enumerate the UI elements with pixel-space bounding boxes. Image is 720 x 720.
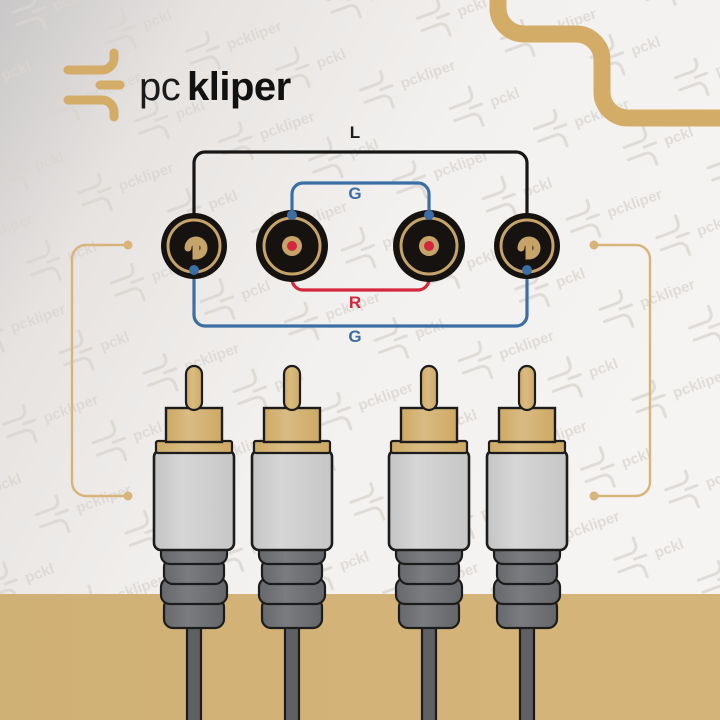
pckliper-mark-icon <box>63 48 125 122</box>
label-L: L <box>350 123 360 142</box>
label-G-bottom: G <box>348 327 361 346</box>
rca-plug-3[interactable] <box>387 364 471 720</box>
terminal-node-shield <box>424 210 434 220</box>
rca-plug-1[interactable] <box>152 364 236 720</box>
gold-bracket-right-decor <box>589 240 652 501</box>
wire-L <box>192 150 529 224</box>
bracket-dot-icon <box>123 491 133 501</box>
bracket-dot-icon <box>589 491 599 501</box>
wire-G-top <box>290 181 431 217</box>
rca-plug-2[interactable] <box>250 364 334 720</box>
bracket-dot-icon <box>123 240 133 250</box>
brand-name-bold: kliper <box>187 65 291 109</box>
gold-swoosh-decor <box>489 0 720 127</box>
wire-R <box>290 244 431 292</box>
wire-G-bottom <box>192 268 529 328</box>
terminal-node-shield <box>189 265 199 275</box>
bracket-dot-icon <box>589 240 599 250</box>
terminal-node-shield <box>522 265 532 275</box>
terminal-node-pin <box>287 241 297 251</box>
terminal-node-pin <box>424 241 434 251</box>
label-R: R <box>349 293 361 312</box>
gold-bracket-left-decor <box>70 240 133 501</box>
floor-band <box>0 594 720 720</box>
brand-name-light: pc <box>139 65 180 109</box>
terminal-node-shield <box>287 210 297 220</box>
rca-plug-4[interactable] <box>485 364 569 720</box>
label-G-top: G <box>348 184 361 203</box>
